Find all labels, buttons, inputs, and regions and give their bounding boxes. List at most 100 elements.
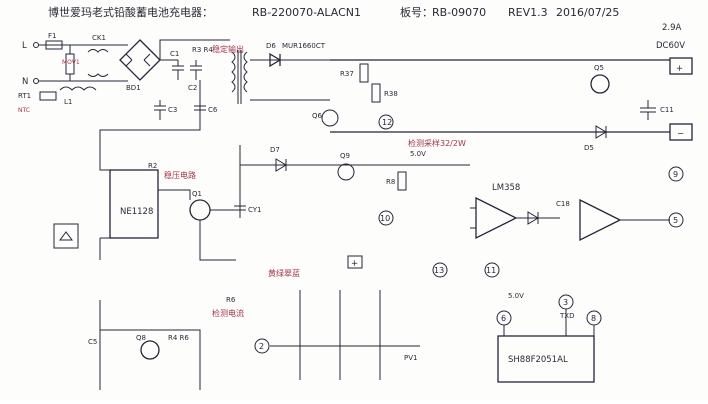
node-3: 3: [563, 298, 568, 307]
fuse-f1: [45, 40, 63, 50]
node-2: 2: [259, 342, 264, 351]
input-l-label: L: [22, 41, 27, 51]
label-d7: D7: [270, 146, 280, 154]
opamp-right: [579, 198, 622, 242]
label-v50: 5.0V: [410, 150, 426, 158]
node-5-circle: [668, 212, 684, 228]
output-current: 2.9A: [662, 23, 682, 33]
header-rev: REV1.3: [508, 6, 548, 19]
node-2-circle: [254, 338, 270, 354]
note-stable-output: 稳定输出: [212, 44, 244, 54]
diode-d6: [269, 52, 282, 68]
label-r38: R38: [384, 90, 398, 98]
label-d6: D6: [266, 42, 276, 50]
diode-feedback: [527, 211, 539, 225]
node-12-circle: [378, 114, 394, 130]
transistor-q5: [590, 74, 610, 94]
node-12: 12: [382, 118, 392, 127]
note-sense-32: 检测采样32/2W: [408, 138, 466, 148]
node-11: 11: [486, 266, 496, 275]
header-date: 2016/07/25: [556, 6, 619, 19]
cap-c11: [640, 100, 656, 120]
label-c18: C18: [556, 200, 570, 208]
label-q9: Q9: [340, 152, 350, 160]
label-txd: TXD: [559, 312, 574, 320]
header-title: 博世爱玛老式铅酸蓄电池充电器：: [48, 5, 213, 19]
node-11-circle: [484, 262, 500, 278]
node-6: 6: [501, 314, 506, 323]
label-c11: C11: [660, 106, 674, 114]
output-rails: [330, 59, 670, 133]
label-d6-part: MUR1660CT: [282, 42, 326, 50]
legend-plus-box: [347, 255, 363, 269]
label-mov1: MOV1: [62, 59, 80, 66]
label-c1: C1: [170, 50, 179, 58]
note-detect-current: 检测电流: [212, 308, 244, 318]
label-mcu: SH88F2051AL: [508, 355, 568, 365]
node-13-circle: [432, 262, 448, 278]
label-r6: R6: [226, 296, 236, 304]
label-lm358: LM358: [492, 183, 520, 193]
input-n-terminal: [33, 78, 39, 84]
ac-input-lines: [38, 44, 110, 82]
cap-c1: [172, 60, 184, 80]
mosfet-q1: [189, 199, 211, 221]
inductor-l1: [59, 86, 97, 91]
label-cy1: CY1: [248, 206, 262, 214]
label-c6: C6: [208, 106, 218, 114]
header-model: RB-220070-ALACN1: [252, 6, 361, 19]
optocoupler: [53, 223, 79, 249]
transformer-core: [237, 50, 242, 104]
header-board-label: 板号：: [400, 5, 433, 19]
note-regulator: 稳压电路: [164, 170, 196, 180]
cap-cy1: [234, 200, 246, 218]
label-r2: R2: [148, 162, 157, 170]
label-c3: C3: [168, 106, 177, 114]
choke-ck1: [87, 49, 109, 77]
node-10-circle: [378, 210, 394, 226]
node-8: 8: [591, 314, 596, 323]
bridge-diodes: [125, 53, 151, 67]
label-v50b: 5.0V: [508, 292, 524, 300]
mcu-chip: [497, 335, 595, 383]
transistor-q8: [140, 340, 160, 360]
label-ntc: NTC: [18, 107, 30, 114]
thermistor-rt1: [39, 91, 57, 101]
label-r37: R37: [340, 70, 354, 78]
label-pv1: PV1: [404, 354, 417, 362]
output-minus-label: −: [677, 129, 684, 139]
label-bd1: BD1: [126, 84, 141, 92]
label-ck1: CK1: [92, 34, 106, 42]
bridge-wiring: [110, 44, 178, 82]
opamp-lm358: [475, 196, 518, 240]
diode-d5: [595, 125, 607, 139]
lower-wiring: [270, 290, 420, 380]
transformer-secondary: [243, 51, 248, 93]
label-ic: NE1128: [120, 207, 153, 217]
output-plus-terminal: [669, 57, 693, 75]
cap-c3: [154, 100, 166, 120]
label-l1: L1: [64, 98, 72, 106]
node-13: 13: [434, 266, 444, 275]
node-9: 9: [673, 170, 678, 179]
label-f1: F1: [48, 32, 56, 40]
legend-plus: +: [351, 259, 358, 269]
label-q1: Q1: [192, 190, 202, 198]
label-r8: R8: [386, 178, 395, 186]
secondary-lines: [250, 59, 330, 101]
input-l-terminal: [33, 42, 39, 48]
node-5: 5: [673, 216, 678, 225]
resistor-r8: [397, 171, 407, 191]
transformer-primary: [231, 51, 236, 93]
label-r3r4: R3 R4: [192, 46, 213, 54]
label-q8: Q8: [136, 334, 146, 342]
node-10: 10: [380, 214, 390, 223]
label-c5: C5: [88, 338, 97, 346]
output-voltage: DC60V: [656, 41, 685, 51]
label-rt1: RT1: [18, 92, 31, 100]
output-plus-label: +: [676, 64, 683, 74]
ic-wiring: [99, 145, 191, 260]
note-yellow-green: 黄绿翠蓝: [268, 268, 300, 278]
